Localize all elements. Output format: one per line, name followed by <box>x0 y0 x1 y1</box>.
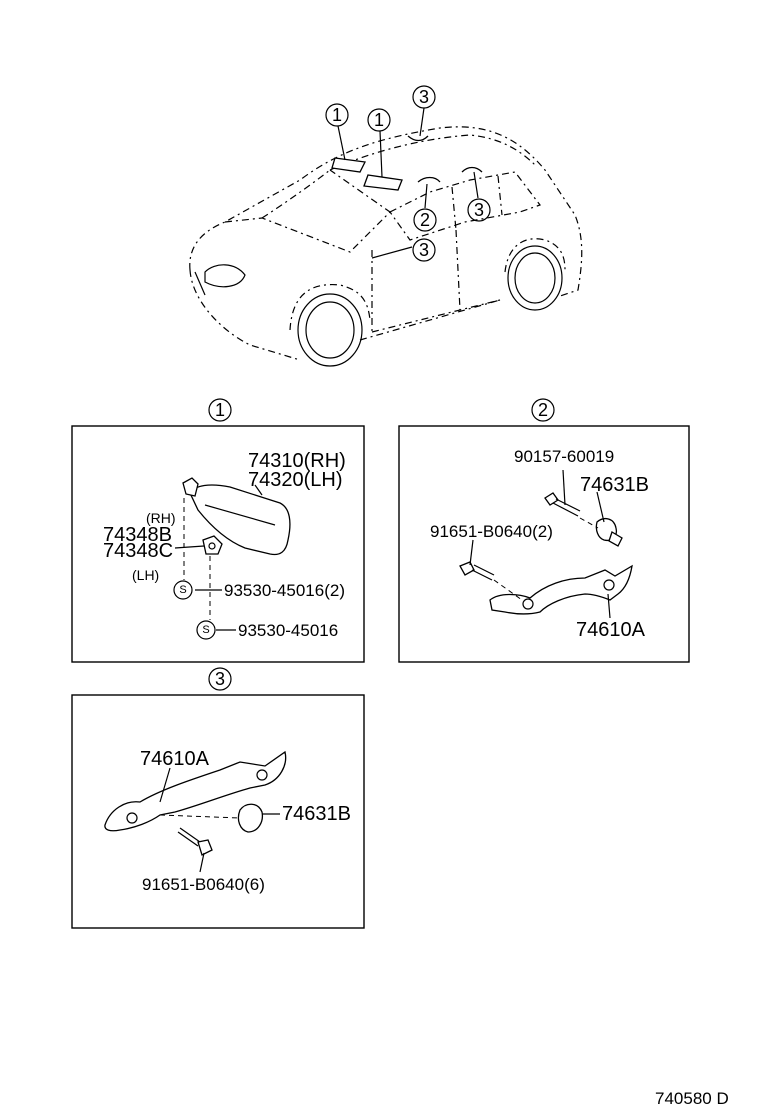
diagram-code: 740580 D <box>655 1089 729 1108</box>
label-screw: 91651-B0640(6) <box>142 875 265 894</box>
svg-text:S: S <box>202 624 209 636</box>
label-clip: 74631B <box>580 474 649 496</box>
svg-text:1: 1 <box>332 105 342 125</box>
callout-overview-3a: 3 <box>412 85 436 109</box>
car-overview: 1 1 3 2 3 3 <box>189 85 583 367</box>
screw-s-mark-2: S <box>196 620 216 640</box>
callout-overview-3b: 3 <box>467 198 491 222</box>
svg-text:1: 1 <box>374 110 384 130</box>
section-3-grip: 3 74610A 74631B 91651-B0640(6) <box>71 667 365 929</box>
label-lh: (LH) <box>132 567 159 583</box>
svg-text:S: S <box>179 584 186 596</box>
bolt-90157 <box>544 492 581 517</box>
assist-grip <box>489 564 633 615</box>
label-screw-a: 93530-45016(2) <box>224 581 345 600</box>
callout-overview-2: 2 <box>413 208 437 232</box>
svg-text:3: 3 <box>215 669 225 689</box>
visor-holder <box>202 535 223 555</box>
label-screw-b: 93530-45016 <box>238 621 338 640</box>
clip-74631b-3 <box>237 803 264 833</box>
svg-text:3: 3 <box>419 240 429 260</box>
label-visor-lh: 74320(LH) <box>248 469 343 491</box>
screw-s-mark-1: S <box>173 580 193 600</box>
section-3-frame <box>71 694 365 929</box>
sun-visor <box>189 484 291 556</box>
label-bolt: 90157-60019 <box>514 447 614 466</box>
svg-text:3: 3 <box>474 200 484 220</box>
label-grip: 74610A <box>576 619 646 641</box>
callout-overview-1a: 1 <box>325 103 349 127</box>
visor-hinge <box>182 477 199 497</box>
section-1-frame <box>71 425 365 663</box>
label-clip: 74631B <box>282 803 351 825</box>
clip-74631b <box>595 517 623 547</box>
label-holder-c: 74348C <box>103 540 173 562</box>
section-1-number: 1 <box>208 398 232 422</box>
section-2-number: 2 <box>531 398 555 422</box>
label-visor-rh: 74310(RH) <box>248 450 346 472</box>
svg-text:2: 2 <box>420 210 430 230</box>
section-1-visor: 1 S S 74310(RH) 74320(LH) (RH) 74348B <box>71 398 365 663</box>
assist-grip-3 <box>104 750 287 832</box>
section-2-frame <box>398 425 690 663</box>
svg-text:1: 1 <box>215 400 225 420</box>
screw-91651-3 <box>177 827 213 856</box>
label-screw: 91651-B0640(2) <box>430 522 553 541</box>
label-holder-b: 74348B <box>103 524 172 546</box>
section-3-number: 3 <box>208 667 232 691</box>
callout-overview-3c: 3 <box>412 238 436 262</box>
screw-91651 <box>459 561 495 581</box>
callout-overview-1b: 1 <box>367 108 391 132</box>
label-rh: (RH) <box>146 510 176 526</box>
svg-text:2: 2 <box>538 400 548 420</box>
label-grip: 74610A <box>140 748 210 770</box>
svg-text:3: 3 <box>419 87 429 107</box>
section-2-grip: 2 90157-60019 7463 <box>398 398 690 663</box>
